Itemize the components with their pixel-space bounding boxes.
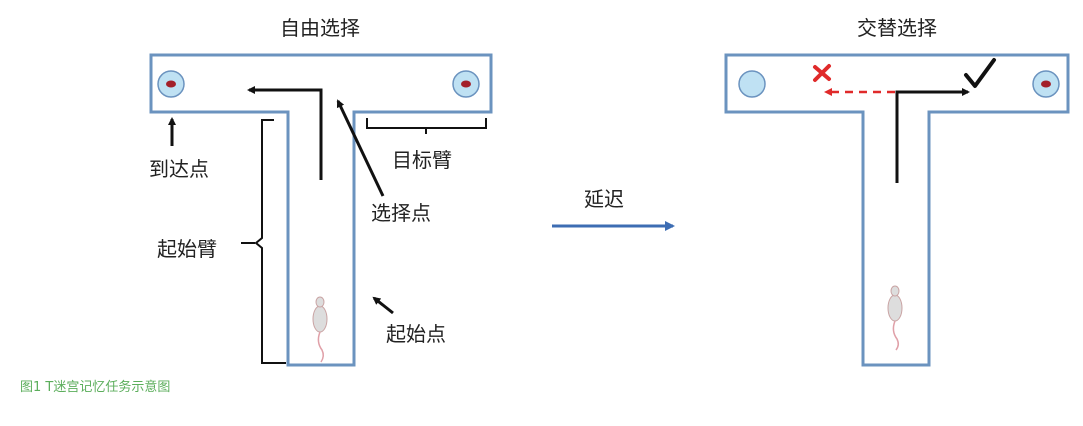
free-choice-panel: 自由选择 到达点 目标臂 选择点 起始臂 起始点 — [149, 16, 493, 367]
figure-caption: 图1 T迷宫记忆任务示意图 — [20, 380, 171, 395]
start-arm-label: 起始臂 — [157, 237, 217, 261]
free-choice-title: 自由选择 — [280, 16, 360, 40]
checkmark-icon — [964, 58, 996, 88]
delay-label: 延迟 — [584, 187, 624, 211]
t-maze-right — [724, 53, 1070, 367]
start-point-arrow — [372, 296, 394, 315]
reward-well-icon — [1032, 70, 1060, 98]
choice-point-arrow — [336, 99, 385, 197]
choice-point-label: 选择点 — [371, 201, 431, 225]
arrival-point-label: 到达点 — [149, 157, 209, 181]
path-arrow-left — [247, 86, 323, 180]
alternation-title: 交替选择 — [857, 16, 937, 40]
mouse-icon — [312, 296, 328, 363]
empty-well-icon — [738, 70, 766, 98]
alternation-panel: 交替选择 — [724, 16, 1070, 367]
start-point-label: 起始点 — [386, 322, 446, 346]
goal-arm-bracket — [366, 118, 487, 134]
correct-path-arrow — [895, 88, 970, 183]
delay-transition: 延迟 — [552, 187, 675, 231]
goal-well-icon — [452, 70, 480, 98]
t-maze-left — [149, 53, 493, 367]
mouse-icon — [887, 285, 903, 351]
arrival-well-icon — [157, 70, 185, 98]
wrong-x-icon — [813, 64, 831, 82]
start-arm-brace — [254, 119, 286, 364]
goal-arm-label: 目标臂 — [392, 148, 452, 172]
